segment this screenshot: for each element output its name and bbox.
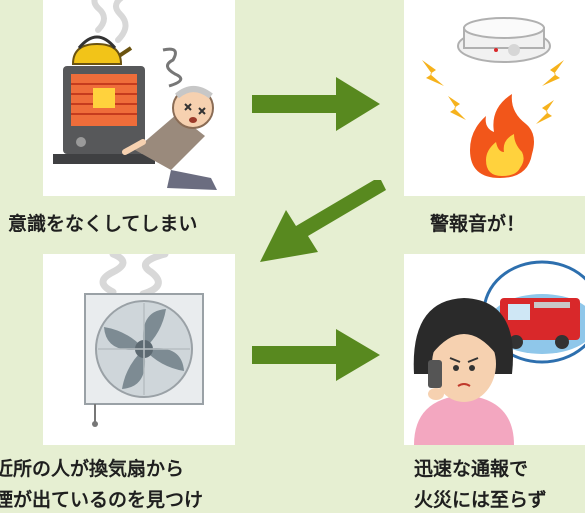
- arrow-down-left-icon: [260, 180, 386, 262]
- step-2-caption: 警報音が！: [430, 213, 526, 235]
- steam-icon: [91, 0, 129, 43]
- smoke-alarm-icon: [457, 17, 551, 63]
- alarm-scene-illustration: [422, 17, 564, 178]
- smoke-icon: [99, 254, 169, 298]
- step-1-caption: 意識をなくしてしまい: [8, 213, 198, 235]
- heater-scene-illustration: [53, 0, 217, 190]
- fire-icon: [470, 94, 534, 178]
- step-3-caption: 近所の人が換気扇から 煙が出ているのを見つけ: [0, 454, 203, 513]
- fire-truck-icon: [482, 260, 585, 364]
- step-4-caption: 迅速な通報で 火災には至らず: [414, 454, 547, 513]
- step-3-caption-line-1: 近所の人が換気扇から: [0, 458, 185, 480]
- panel-report-call: [404, 254, 585, 445]
- step-3-caption-line-2: 煙が出ているのを見つけ: [0, 489, 204, 511]
- call-scene-illustration: [413, 260, 585, 445]
- phone-caller-icon: [413, 298, 514, 445]
- alert-burst-icon: [422, 60, 564, 124]
- step-4-caption-line-1: 迅速な通報で: [414, 458, 529, 480]
- arrow-right-icon: [252, 77, 380, 131]
- fan-scene-illustration: [84, 254, 204, 427]
- fallen-person-icon: [122, 86, 217, 190]
- exhaust-fan-icon: [84, 293, 204, 427]
- heater-icon: [53, 66, 155, 164]
- arrow-right-icon: [252, 329, 380, 381]
- step-4-caption-line-2: 火災には至らず: [414, 489, 547, 511]
- dizzy-spiral-icon: [162, 47, 183, 88]
- panel-exhaust-fan: [43, 254, 235, 445]
- kettle-icon: [71, 35, 133, 65]
- panel-unconscious: [43, 0, 235, 196]
- panel-alarm: [404, 0, 585, 196]
